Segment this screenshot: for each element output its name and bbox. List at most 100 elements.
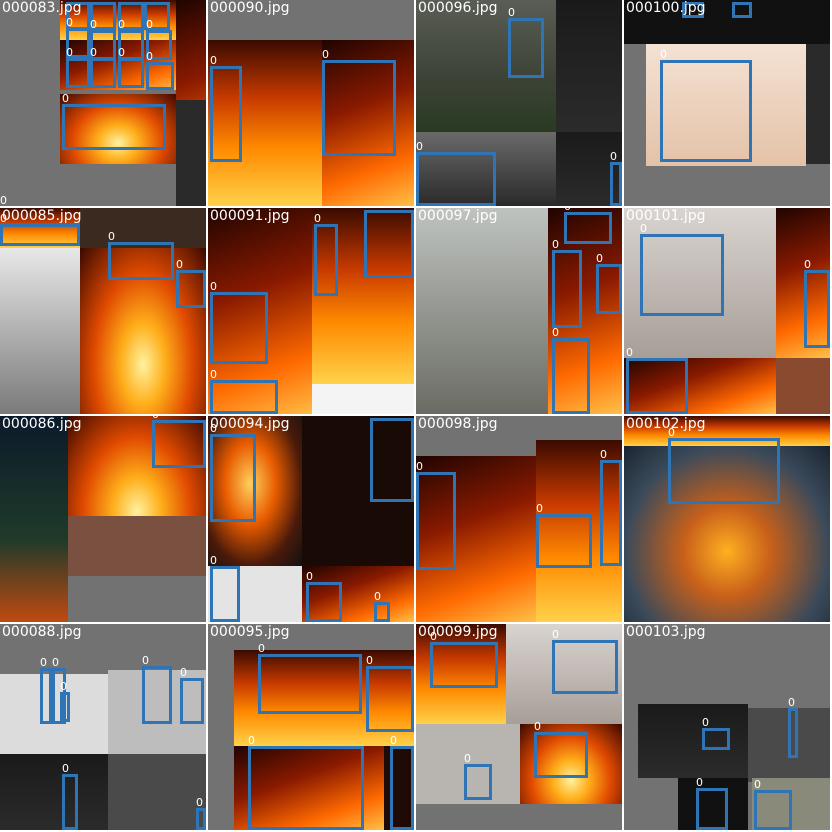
image-tile bbox=[416, 208, 548, 414]
box-class-label: 0 bbox=[144, 0, 151, 3]
bounding-box: 0 bbox=[416, 140, 496, 206]
bounding-box: 0 bbox=[322, 48, 396, 156]
bounding-box: 0 bbox=[66, 46, 90, 88]
box-class-label: 0 bbox=[508, 6, 515, 19]
bounding-box: 0 bbox=[90, 0, 116, 30]
image-tile bbox=[176, 100, 206, 206]
bounding-box: 0 bbox=[536, 502, 592, 568]
box-class-label: 0 bbox=[390, 734, 397, 747]
box-class-label: 0 bbox=[60, 680, 67, 693]
image-filename: 000096.jpg bbox=[418, 0, 498, 16]
image-tile bbox=[624, 358, 776, 414]
bounding-box: 0 bbox=[118, 46, 144, 88]
box-class-label: 0 bbox=[176, 258, 183, 271]
box-class-label: 0 bbox=[596, 252, 603, 265]
box-class-label: 0 bbox=[0, 194, 7, 206]
box-class-label: 0 bbox=[210, 280, 217, 293]
box-class-label: 0 bbox=[696, 776, 703, 789]
image-tile bbox=[624, 416, 830, 446]
box-class-label: 0 bbox=[62, 92, 69, 105]
image-tile bbox=[0, 416, 68, 622]
box-class-label: 0 bbox=[142, 654, 149, 667]
image-tile bbox=[624, 0, 830, 44]
box-class-label: 0 bbox=[374, 590, 381, 603]
image-filename: 000083.jpg bbox=[2, 0, 82, 16]
image-filename: 000095.jpg bbox=[210, 624, 290, 640]
box-class-label: 0 bbox=[62, 762, 69, 775]
bounding-box: 0 bbox=[464, 752, 492, 800]
box-class-label: 0 bbox=[788, 696, 795, 709]
bounding-box: 0 bbox=[660, 48, 752, 162]
bounding-box: 0 bbox=[248, 734, 364, 830]
image-tile bbox=[312, 384, 414, 414]
image-tile bbox=[806, 44, 830, 164]
bounding-box: 0 bbox=[210, 280, 268, 364]
box-class-label: 0 bbox=[196, 796, 203, 809]
box-class-label: 0 bbox=[210, 422, 217, 435]
image-tile bbox=[520, 724, 622, 804]
box-class-label: 0 bbox=[668, 426, 675, 439]
image-tile bbox=[302, 566, 414, 622]
box-class-label: 0 bbox=[364, 208, 371, 211]
image-filename: 000090.jpg bbox=[210, 0, 290, 16]
bounding-box: 0 bbox=[142, 654, 172, 724]
bounding-box: 0 bbox=[416, 460, 456, 570]
box-class-label: 0 bbox=[536, 502, 543, 515]
box-class-label: 0 bbox=[66, 0, 73, 3]
bounding-box: 0 bbox=[108, 230, 174, 280]
bounding-box: 0 bbox=[430, 630, 498, 688]
box-class-label: 0 bbox=[90, 0, 97, 3]
image-tile bbox=[0, 248, 80, 414]
bounding-box: 0 bbox=[314, 212, 338, 296]
image-filename: 000091.jpg bbox=[210, 208, 290, 224]
image-tile bbox=[384, 746, 414, 830]
image-tile bbox=[536, 440, 622, 622]
box-class-label: 0 bbox=[210, 368, 217, 381]
image-tile bbox=[624, 446, 830, 622]
box-class-label: 0 bbox=[66, 46, 73, 59]
image-tile bbox=[624, 624, 830, 704]
image-filename: 000094.jpg bbox=[210, 416, 290, 432]
image-filename: 000098.jpg bbox=[418, 416, 498, 432]
bounding-box: 0 bbox=[196, 796, 206, 830]
mosaic-cell: 00000000000000000083.jpg bbox=[0, 0, 206, 206]
image-tile bbox=[678, 778, 748, 830]
image-filename: 000097.jpg bbox=[418, 208, 498, 224]
image-tile bbox=[68, 516, 206, 576]
box-class-label: 0 bbox=[66, 16, 73, 29]
image-tile bbox=[80, 248, 206, 414]
box-class-label: 0 bbox=[210, 54, 217, 67]
box-class-label: 0 bbox=[552, 238, 559, 251]
mosaic-cell: 000000100.jpg bbox=[624, 0, 830, 206]
box-class-label: 0 bbox=[210, 554, 217, 567]
image-tile bbox=[80, 208, 206, 248]
box-class-label: 0 bbox=[152, 416, 159, 421]
box-class-label: 0 bbox=[564, 208, 571, 213]
box-class-label: 0 bbox=[430, 630, 437, 643]
box-class-label: 0 bbox=[370, 416, 377, 419]
box-class-label: 0 bbox=[600, 448, 607, 461]
box-class-label: 0 bbox=[702, 716, 709, 729]
image-tile bbox=[208, 624, 414, 650]
image-tile bbox=[108, 754, 206, 830]
box-class-label: 0 bbox=[552, 628, 559, 641]
box-class-label: 0 bbox=[248, 734, 255, 747]
image-filename: 000103.jpg bbox=[626, 624, 706, 640]
bounding-box: 0 bbox=[626, 346, 688, 414]
bounding-box: 0 bbox=[682, 0, 704, 18]
box-class-label: 0 bbox=[552, 326, 559, 339]
box-class-label: 0 bbox=[366, 654, 373, 667]
box-class-label: 0 bbox=[146, 18, 153, 31]
box-class-label: 0 bbox=[754, 778, 761, 791]
bounding-box: 0 bbox=[596, 252, 622, 314]
bounding-box: 0 bbox=[180, 666, 204, 724]
box-class-label: 0 bbox=[322, 48, 329, 61]
mosaic-cell: 0000086.jpg bbox=[0, 416, 206, 622]
box-class-label: 0 bbox=[180, 666, 187, 679]
bounding-box: 0 bbox=[390, 734, 414, 830]
box-class-label: 0 bbox=[416, 140, 423, 153]
bounding-box: 0 bbox=[702, 716, 730, 750]
